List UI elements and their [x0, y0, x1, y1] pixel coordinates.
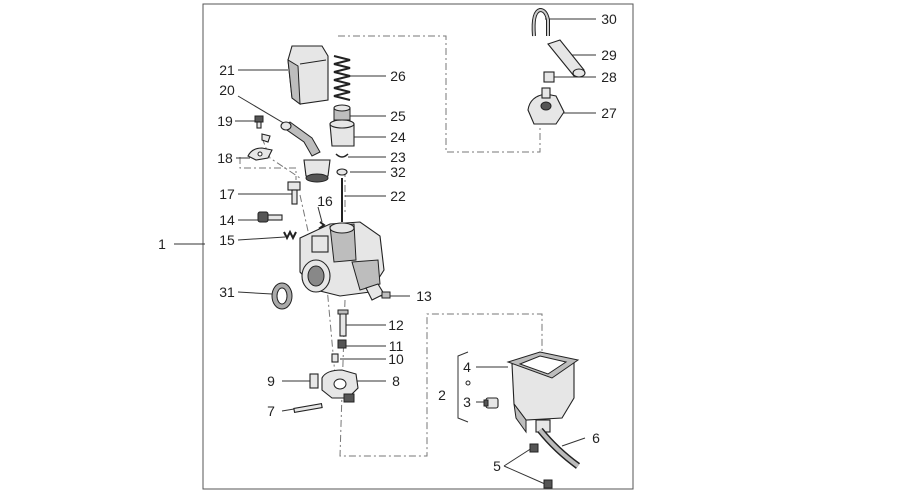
callout-7: 7: [267, 403, 275, 419]
callout-2: 2: [438, 387, 446, 403]
callout-1: 1: [158, 236, 166, 252]
callout-24: 24: [390, 129, 406, 145]
callout-6: 6: [592, 430, 600, 446]
part-screw-19: [254, 115, 264, 129]
callout-28: 28: [601, 69, 617, 85]
part-cable-boot: [547, 39, 586, 78]
callout-17: 17: [219, 186, 235, 202]
part-o-ring: [465, 380, 471, 386]
part-main-jet: [337, 339, 347, 349]
callout-labels: 1 2 3 4 5 6 7 8 9 10 11 12 13 14 15 16 1…: [158, 11, 617, 474]
callout-4: 4: [463, 359, 471, 375]
callout-16: 16: [317, 193, 333, 209]
callout-11: 11: [389, 338, 404, 354]
callout-9: 9: [267, 373, 275, 389]
part-fitting-13: [365, 283, 391, 301]
part-spring-15: [283, 229, 297, 241]
callout-26: 26: [390, 68, 406, 84]
callout-18: 18: [217, 150, 233, 166]
callout-22: 22: [390, 188, 406, 204]
callout-29: 29: [601, 47, 617, 63]
part-top-cover: [527, 87, 565, 125]
part-carburetor-body: [299, 221, 385, 297]
part-spring-26: [333, 55, 351, 101]
callout-20: 20: [219, 82, 235, 98]
callout-14: 14: [219, 212, 235, 228]
callout-31: 31: [219, 284, 235, 300]
part-float: [321, 369, 359, 403]
callout-27: 27: [601, 105, 617, 121]
callout-13: 13: [416, 288, 432, 304]
callout-21: 21: [219, 62, 235, 78]
part-pin: [293, 402, 323, 414]
part-float-bowl: [506, 351, 580, 434]
callout-19: 19: [217, 113, 233, 129]
callout-32: 32: [390, 164, 406, 180]
callout-25: 25: [390, 108, 406, 124]
part-clip: [335, 153, 349, 158]
callout-3: 3: [463, 394, 471, 410]
callout-30: 30: [601, 11, 617, 27]
part-jet-holder: [337, 309, 349, 337]
callout-10: 10: [388, 351, 404, 367]
assembly-guide-lines: [239, 35, 543, 457]
callout-23: 23: [390, 149, 406, 165]
callout-15: 15: [219, 232, 235, 248]
part-screw-3: [483, 397, 499, 409]
part-starter-cable: [280, 121, 331, 183]
part-bolt-17: [287, 181, 301, 205]
part-cap: [287, 45, 329, 106]
callout-8: 8: [392, 373, 400, 389]
part-float-valve: [309, 373, 319, 389]
part-adjuster: [543, 71, 555, 83]
part-gasket-31: [271, 282, 293, 310]
part-cable: [531, 7, 550, 37]
part-plate: [247, 133, 273, 161]
part-spring-seat: [333, 104, 351, 121]
diagram-frame: [202, 3, 634, 490]
parts: [247, 7, 586, 489]
part-jet-10: [331, 353, 339, 363]
part-washer: [336, 168, 348, 176]
part-idle-screw: [257, 211, 283, 223]
part-drain-screws: [529, 443, 553, 489]
part-throttle-valve: [329, 119, 355, 147]
callout-12: 12: [388, 317, 404, 333]
callout-5: 5: [493, 458, 501, 474]
